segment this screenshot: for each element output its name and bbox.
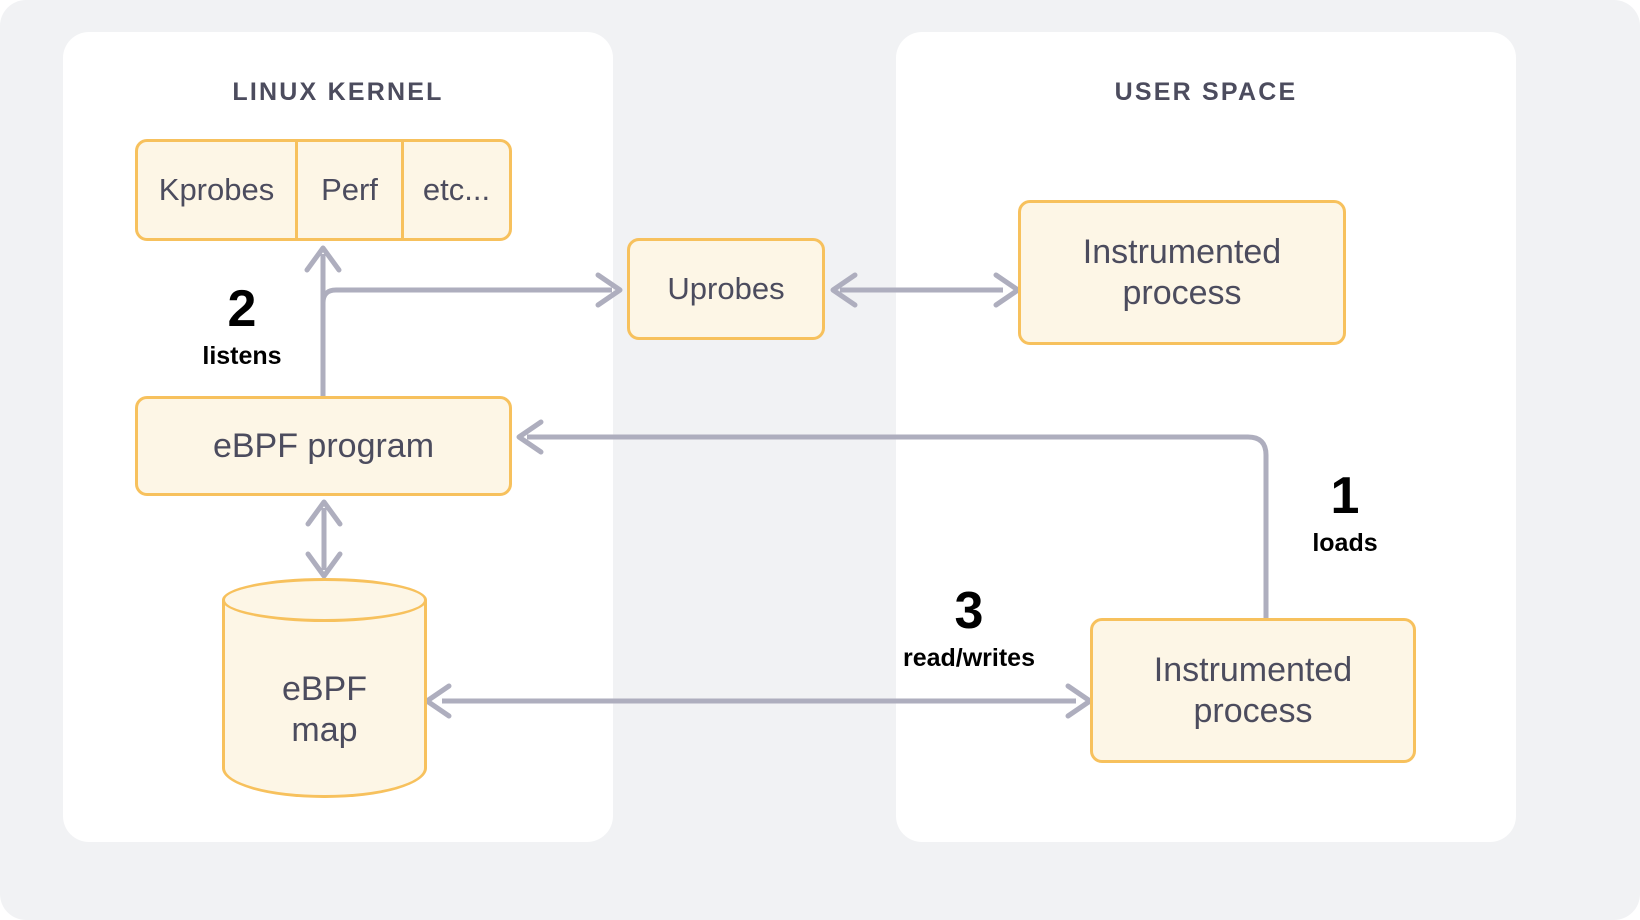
node-ebpf-program[interactable]: eBPF program [135, 396, 512, 496]
step-2-number: 2 [227, 280, 257, 338]
step-3-caption: read/writes [902, 644, 1035, 672]
node-instrumented-process-bottom[interactable]: Instrumented process [1090, 618, 1416, 763]
node-ebpf-map-label: eBPF map [281, 670, 368, 749]
panel-title-user-space: USER SPACE [1114, 78, 1298, 106]
cylinder-top-ellipse [222, 578, 427, 622]
step-2-caption: listens [202, 342, 282, 370]
step-3-number: 3 [954, 582, 984, 640]
step-annotation-1: 1 loads [1295, 470, 1395, 556]
probe-cell-kprobes[interactable]: Kprobes [158, 171, 275, 207]
step-annotation-2: 2 listens [192, 283, 292, 369]
step-1-caption: loads [1312, 529, 1378, 557]
node-instrumented-process-top[interactable]: Instrumented process [1018, 200, 1346, 345]
probe-cell-etc[interactable]: etc... [401, 142, 509, 238]
panel-title-linux-kernel: LINUX KERNEL [232, 78, 444, 106]
node-kernel-probes[interactable]: Kprobes Perf etc... [135, 139, 512, 241]
node-ebpf-map[interactable]: eBPF map [222, 578, 427, 798]
step-1-number: 1 [1330, 467, 1360, 525]
cylinder-body [222, 600, 427, 798]
probe-cell-perf[interactable]: Perf [295, 142, 401, 238]
step-annotation-3: 3 read/writes [884, 585, 1054, 671]
node-uprobes[interactable]: Uprobes [627, 238, 825, 340]
arrowhead-uprobes-right-in [830, 272, 858, 308]
